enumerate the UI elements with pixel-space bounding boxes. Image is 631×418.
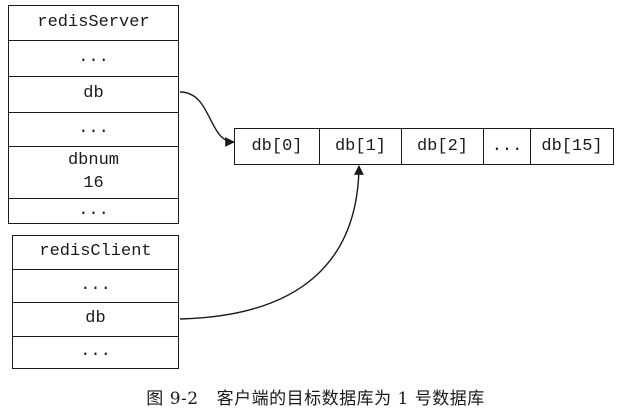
figure-caption-text: 客户端的目标数据库为 1 号数据库 — [216, 389, 485, 409]
redis-server-row-ellipsis: ... — [9, 112, 178, 146]
dbnum-label: dbnum — [67, 151, 119, 171]
server-db-pointer-arrow — [179, 91, 235, 147]
client-db-pointer-arrow — [179, 165, 364, 320]
redis-client-row-ellipsis: ... — [13, 269, 178, 302]
redis-server-row-ellipsis: ... — [9, 198, 178, 223]
db-array-cell-1: db[1] — [319, 129, 401, 164]
redis-server-title: redisServer — [37, 12, 150, 32]
redis-server-db-field: db — [9, 76, 178, 112]
figure-caption: 图 9-2 客户端的目标数据库为 1 号数据库 — [0, 384, 631, 409]
db-array-cell-ellipsis: ... — [483, 129, 530, 164]
db-array: db[0] db[1] db[2] ... db[15] — [234, 128, 614, 165]
db-array-cell-0: db[0] — [251, 137, 303, 156]
redis-client-db-field: db — [13, 302, 178, 336]
db-array-cell-15: db[15] — [530, 129, 613, 164]
redis-server-row-ellipsis: ... — [9, 40, 178, 76]
redis-client-title: redisClient — [39, 242, 152, 262]
redis-server-dbnum-field: dbnum 16 — [9, 146, 178, 198]
figure-number: 图 9-2 — [146, 389, 199, 409]
redis-client-row-ellipsis: ... — [13, 336, 178, 368]
redis-server-struct: redisServer ... db ... dbnum 16 ... — [8, 5, 179, 224]
redis-client-struct: redisClient ... db ... — [12, 235, 179, 369]
dbnum-value: 16 — [83, 173, 104, 193]
db-array-cell-2: db[2] — [401, 129, 483, 164]
